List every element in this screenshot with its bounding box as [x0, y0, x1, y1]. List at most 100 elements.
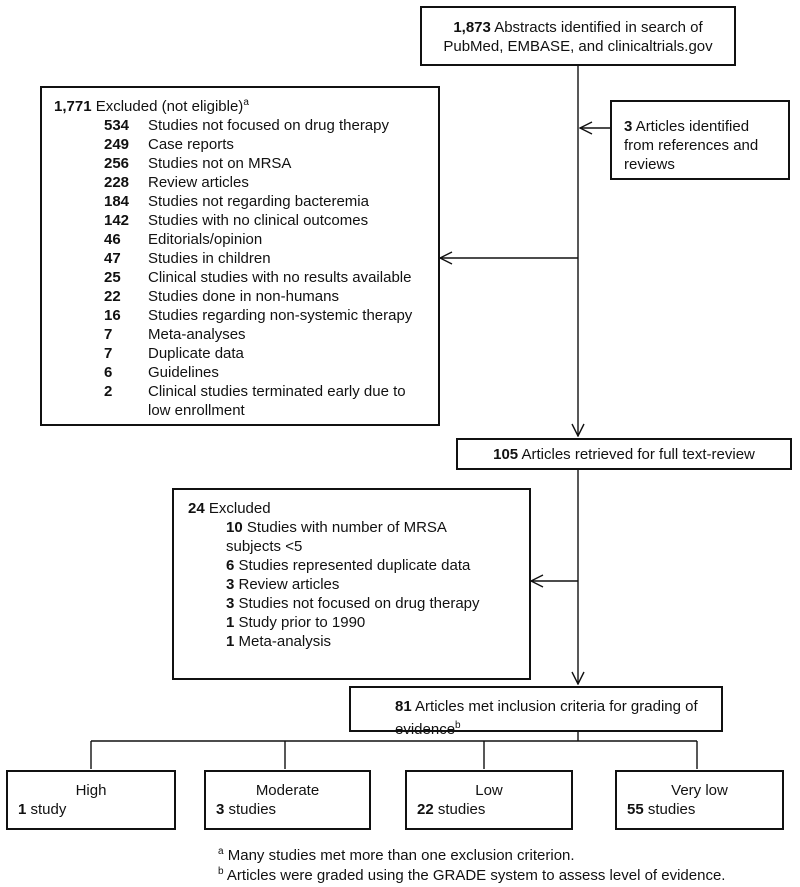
- exclusion-reason-row: 249 Case reports: [104, 135, 428, 154]
- exclusion-label: Studies with no clinical outcomes: [148, 212, 369, 229]
- exclusion-reason-row: 2 Clinical studies terminated early due t…: [104, 382, 428, 420]
- exclusion-count: 534: [104, 117, 130, 134]
- exclusion-label: Duplicate data: [148, 345, 244, 362]
- grade-level: High: [75, 782, 107, 799]
- excluded2-list: 10 Studies with number of MRSA subjects …: [188, 518, 496, 651]
- additional-box: 3 Articles identified from references an…: [610, 100, 790, 180]
- exclusion-label: Review articles: [234, 576, 340, 593]
- additional-text: Articles identified from references and …: [624, 118, 759, 173]
- grade-box-high: High 1 study: [6, 770, 176, 830]
- exclusion-count: 7: [104, 345, 113, 362]
- search-count: 1,873: [453, 19, 491, 36]
- footnote-marker: a: [218, 846, 224, 857]
- exclusion-reason-row: 16 Studies regarding non-systemic therapy: [104, 306, 428, 325]
- grade-count: 55: [627, 801, 644, 818]
- exclusion-reason-row: 142 Studies with no clinical outcomes: [104, 211, 428, 230]
- exclusion-label: Studies regarding non-systemic therapy: [148, 307, 413, 324]
- grade-level: Moderate: [255, 782, 320, 799]
- exclusion-count: 2: [104, 383, 113, 400]
- excluded2-header: 24 Excluded: [188, 499, 519, 518]
- excluded-box-2: 24 Excluded 10 Studies with number of MR…: [172, 488, 531, 680]
- exclusion-count: 1: [226, 633, 235, 650]
- exclusion-reason-row: 256 Studies not on MRSA: [104, 154, 428, 173]
- exclusion-reason-row: 1 Study prior to 1990: [226, 613, 496, 632]
- exclusion-count: 3: [226, 576, 235, 593]
- grade-level: Very low: [671, 782, 728, 799]
- grade-box-very-low: Very low 55 studies: [615, 770, 784, 830]
- retrieved-box: 105 Articles retrieved for full text-rev…: [456, 438, 792, 470]
- exclusion-count: 184: [104, 193, 130, 210]
- grade-unit: studies: [433, 801, 486, 818]
- exclusion-label: Studies not focused on drug therapy: [148, 117, 389, 134]
- included-marker: b: [455, 720, 461, 731]
- additional-count: 3: [624, 118, 633, 135]
- grade-unit: study: [26, 801, 67, 818]
- exclusion-reason-row: 1 Meta-analysis: [226, 632, 496, 651]
- exclusion-count: 10: [226, 519, 243, 536]
- excluded1-text: Excluded (not eligible): [91, 98, 244, 115]
- excluded2-count: 24: [188, 500, 205, 517]
- grade-box-low: Low 22 studies: [405, 770, 573, 830]
- exclusion-reason-row: 6 Studies represented duplicate data: [226, 556, 496, 575]
- exclusion-reason-row: 46 Editorials/opinion: [104, 230, 428, 249]
- exclusion-count: 249: [104, 136, 130, 153]
- grade-count: 3: [216, 801, 225, 818]
- exclusion-reason-row: 7 Duplicate data: [104, 344, 428, 363]
- exclusion-count: 47: [104, 250, 121, 267]
- grade-box-moderate: Moderate 3 studies: [204, 770, 371, 830]
- exclusion-label: Studies represented duplicate data: [234, 557, 471, 574]
- search-box: 1,873 Abstracts identified in search of …: [420, 6, 736, 66]
- exclusion-reason-row: 47 Studies in children: [104, 249, 428, 268]
- exclusion-label: Studies not regarding bacteremia: [148, 193, 369, 210]
- exclusion-label: Study prior to 1990: [234, 614, 366, 631]
- footnote-a: a Many studies met more than one exclusi…: [218, 842, 575, 865]
- exclusion-count: 256: [104, 155, 130, 172]
- grade-count: 1: [18, 801, 27, 818]
- included-box: 81 Articles met inclusion criteria for g…: [349, 686, 723, 738]
- included-text: Articles met inclusion criteria for grad…: [395, 698, 698, 738]
- exclusion-reason-row: 3 Studies not focused on drug therapy: [226, 594, 496, 613]
- retrieved-text: Articles retrieved for full text-review: [518, 446, 755, 463]
- exclusion-label: Clinical studies with no results availab…: [148, 269, 412, 286]
- exclusion-label: Studies not focused on drug therapy: [234, 595, 480, 612]
- included-count: 81: [395, 698, 412, 715]
- exclusion-label: Guidelines: [148, 364, 219, 381]
- exclusion-label: Studies done in non-humans: [148, 288, 339, 305]
- exclusion-reason-row: 22 Studies done in non-humans: [104, 287, 428, 306]
- exclusion-count: 142: [104, 212, 130, 229]
- exclusion-label: Studies in children: [148, 250, 271, 267]
- exclusion-reason-row: 3 Review articles: [226, 575, 496, 594]
- exclusion-label: Clinical studies terminated early due to…: [148, 383, 406, 419]
- exclusion-label: Review articles: [148, 174, 249, 191]
- footnote-text: Many studies met more than one exclusion…: [223, 847, 575, 864]
- exclusion-label: Studies not on MRSA: [148, 155, 292, 172]
- exclusion-count: 22: [104, 288, 121, 305]
- grade-level: Low: [475, 782, 503, 799]
- exclusion-reason-row: 10 Studies with number of MRSA subjects …: [226, 518, 496, 556]
- exclusion-label: Case reports: [148, 136, 234, 153]
- exclusion-count: 46: [104, 231, 121, 248]
- exclusion-count: 1: [226, 614, 235, 631]
- grade-count: 22: [417, 801, 434, 818]
- exclusion-label: Editorials/opinion: [148, 231, 263, 248]
- footnote-text: Articles were graded using the GRADE sys…: [223, 867, 726, 884]
- retrieved-count: 105: [493, 446, 519, 463]
- footnote-b: b Articles were graded using the GRADE s…: [218, 862, 725, 885]
- excluded2-text: Excluded: [204, 500, 271, 517]
- exclusion-count: 228: [104, 174, 130, 191]
- exclusion-label: Meta-analysis: [234, 633, 332, 650]
- exclusion-reason-row: 6 Guidelines: [104, 363, 428, 382]
- exclusion-count: 6: [104, 364, 113, 381]
- excluded1-marker: a: [243, 97, 249, 108]
- exclusion-count: 16: [104, 307, 121, 324]
- search-text: Abstracts identified in search of PubMed…: [443, 19, 713, 55]
- exclusion-count: 6: [226, 557, 235, 574]
- exclusion-label: Studies with number of MRSA subjects <5: [226, 519, 447, 555]
- grade-unit: studies: [224, 801, 277, 818]
- exclusion-label: Meta-analyses: [148, 326, 246, 343]
